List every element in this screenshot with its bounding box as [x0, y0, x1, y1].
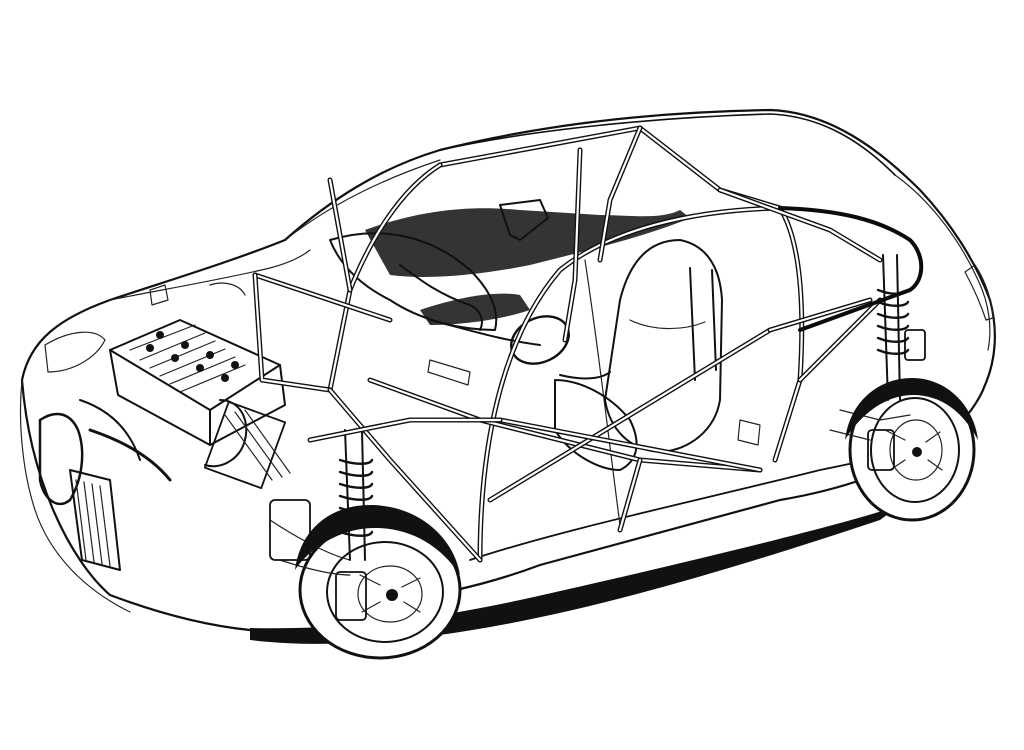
bonnet-edge [109, 249, 311, 301]
front-suspension [269, 429, 374, 576]
spark-plugs [146, 331, 239, 382]
rear-light [964, 264, 994, 321]
body-shell [19, 108, 996, 634]
dash-shadow [420, 293, 530, 325]
engine-block [79, 319, 291, 490]
arch-shadow-front [295, 505, 460, 575]
misc-details [149, 199, 761, 446]
rear-cabin-shadow [365, 208, 690, 277]
roll-cage [252, 125, 924, 563]
arch-shadow-rear [845, 378, 978, 440]
roof-line [439, 113, 896, 176]
radiator [69, 469, 121, 571]
rear-wheel [848, 378, 976, 522]
front-grille [38, 412, 84, 506]
rear-hatch [894, 174, 991, 351]
front-bumper [19, 379, 131, 613]
headlight [44, 331, 106, 373]
windscreen-frame [284, 159, 441, 241]
